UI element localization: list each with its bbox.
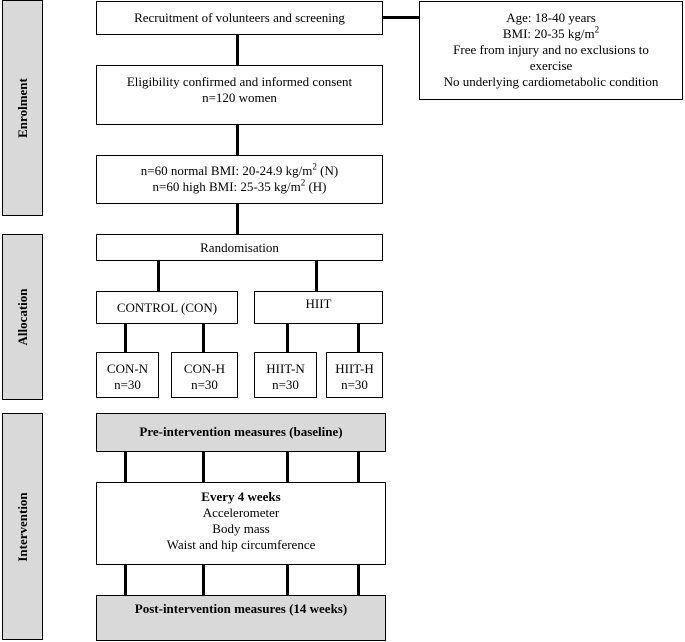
connector (286, 324, 289, 352)
measure-item: Body mass (212, 521, 270, 536)
bmi-high: n=60 high BMI: 25-35 kg/m2 (H) (152, 177, 327, 194)
eligibility-line2: n=120 women (202, 90, 277, 105)
connector (236, 204, 239, 234)
control-arm-box: CONTROL (CON) (96, 291, 238, 324)
connector (202, 452, 205, 482)
connector (357, 565, 360, 595)
control-arm-text: CONTROL (CON) (116, 300, 218, 315)
enrolment-label: Enrolment (2, 0, 43, 216)
recruitment-text: Recruitment of volunteers and screening (134, 10, 345, 25)
group-n: n=30 (341, 377, 368, 392)
group-box-con-n: CON-N n=30 (96, 352, 159, 398)
group-box-hiit-n: HIIT-N n=30 (254, 352, 317, 398)
group-name: HIIT-N (266, 361, 305, 376)
criteria-age: Age: 18-40 years (506, 10, 596, 25)
connector (315, 261, 318, 291)
bmi-groups-box: n=60 normal BMI: 20-24.9 kg/m2 (N) n=60 … (96, 155, 383, 204)
randomisation-box: Randomisation (96, 234, 383, 261)
bmi-normal: n=60 normal BMI: 20-24.9 kg/m2 (N) (140, 161, 339, 178)
connector (157, 261, 160, 291)
connector (383, 16, 419, 19)
intervention-label-text: Intervention (14, 491, 30, 562)
connector (357, 324, 360, 352)
criteria-cardio: No underlying cardiometabolic condition (443, 74, 659, 89)
group-box-con-h: CON-H n=30 (171, 352, 238, 398)
criteria-injury-1: Free from injury and no exclusions to (453, 42, 649, 57)
connector (236, 125, 239, 155)
group-name: CON-H (183, 361, 226, 376)
criteria-bmi: BMI: 20-35 kg/m2 (502, 24, 600, 41)
allocation-label-text: Allocation (14, 288, 30, 346)
pre-intervention-box: Pre-intervention measures (baseline) (96, 413, 386, 452)
hiit-arm-box: HIIT (254, 291, 383, 324)
connector (286, 565, 289, 595)
measure-item: Accelerometer (202, 505, 280, 520)
group-n: n=30 (272, 377, 299, 392)
group-name: HIIT-H (335, 361, 374, 376)
every-4-weeks-title: Every 4 weeks (201, 489, 281, 504)
criteria-injury-2: exercise (529, 58, 573, 73)
group-n: n=30 (191, 377, 218, 392)
group-box-hiit-h: HIIT-H n=30 (326, 352, 383, 398)
connector (124, 452, 127, 482)
group-name: CON-N (106, 361, 149, 376)
intervention-label: Intervention (2, 413, 43, 640)
every-4-weeks-box: Every 4 weeks Accelerometer Body mass Wa… (96, 482, 386, 565)
connector (286, 452, 289, 482)
randomisation-text: Randomisation (200, 240, 279, 255)
group-n: n=30 (114, 377, 141, 392)
connector (202, 565, 205, 595)
allocation-label: Allocation (2, 234, 43, 400)
eligibility-box: Eligibility confirmed and informed conse… (96, 65, 383, 125)
recruitment-box: Recruitment of volunteers and screening (96, 1, 383, 35)
connector (236, 35, 239, 65)
hiit-arm-text: HIIT (305, 296, 332, 311)
pre-intervention-text: Pre-intervention measures (baseline) (139, 424, 343, 439)
post-intervention-text: Post-intervention measures (14 weeks) (134, 601, 348, 616)
connector (202, 324, 205, 352)
enrolment-label-text: Enrolment (14, 78, 30, 138)
post-intervention-box: Post-intervention measures (14 weeks) (96, 595, 386, 641)
connector (124, 565, 127, 595)
measure-item: Waist and hip circumference (166, 537, 316, 552)
connector (357, 452, 360, 482)
criteria-box: Age: 18-40 years BMI: 20-35 kg/m2 Free f… (419, 1, 683, 100)
eligibility-line1: Eligibility confirmed and informed conse… (126, 74, 353, 89)
connector (124, 324, 127, 352)
